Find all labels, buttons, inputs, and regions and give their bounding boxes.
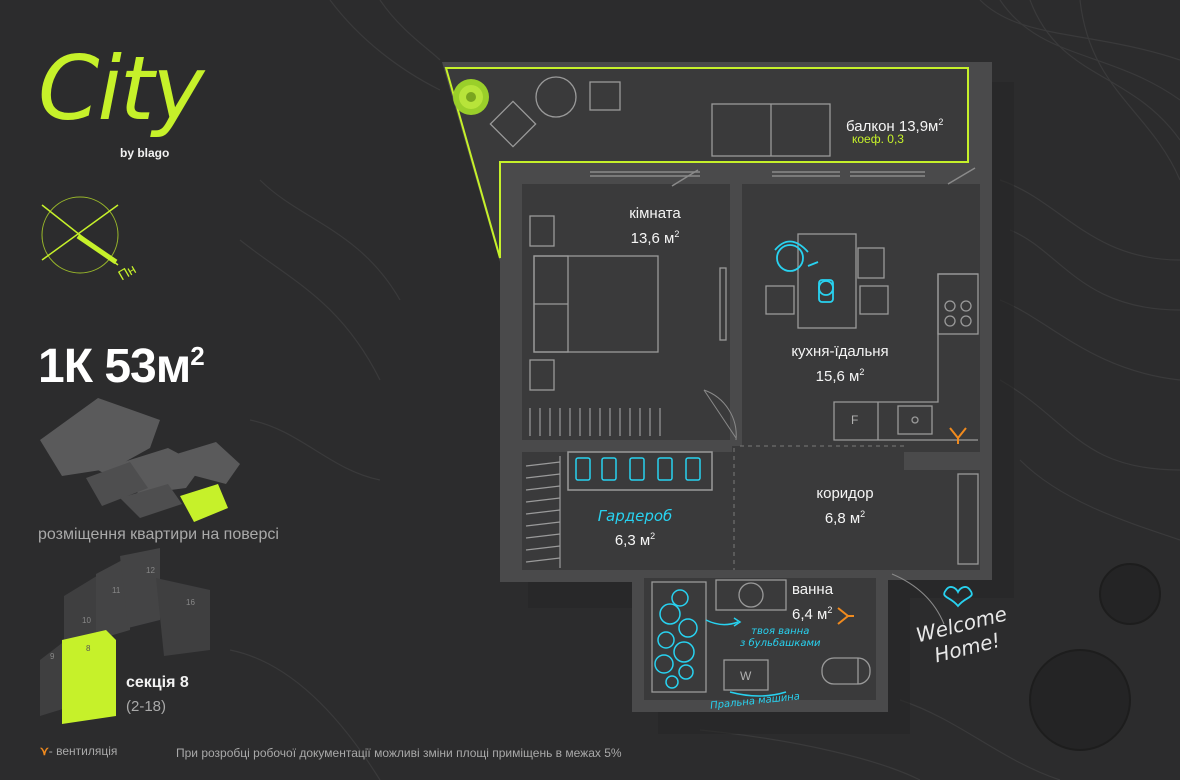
kitchen-area-row: 15,6 м2 (786, 362, 894, 387)
wardrobe-sup: 2 (650, 531, 656, 541)
apartment-area-sup: 2 (190, 341, 205, 371)
wardrobe-area: 6,3 м (614, 532, 651, 549)
corridor-sup: 2 (860, 509, 866, 519)
bathroom-area: 6,4 м (792, 606, 828, 623)
city-logo: City by blago (38, 34, 238, 164)
building-number-12: 12 (146, 566, 155, 575)
building-number-11: 11 (112, 586, 121, 595)
room-label: кімната 13,6 м2 (610, 204, 700, 249)
washer-label: W (740, 669, 752, 683)
floor-map-caption: розміщення квартири на поверсі (38, 526, 279, 543)
compass-icon (41, 196, 119, 274)
bathroom-label: ванна 6,4 м2 (792, 580, 833, 625)
kitchen-label: кухня-їдальня 15,6 м2 (786, 342, 894, 387)
wardrobe-label: Гардероб 6,3 м2 (594, 506, 676, 551)
logo-tagline: by blago (120, 146, 170, 160)
bathroom-name: ванна (792, 581, 834, 598)
building-number-9: 9 (50, 652, 55, 661)
bubbles-icon (654, 589, 787, 697)
wardrobe-name: Гардероб (597, 507, 673, 525)
room-area-row: 13,6 м2 (610, 224, 700, 249)
corridor-label: коридор 6,8 м2 (810, 484, 880, 529)
corridor-floor (732, 446, 904, 570)
room-floor (522, 184, 730, 440)
corridor-area: 6,8 м (824, 510, 861, 527)
bath-note-line2: з бульбашками (740, 638, 821, 649)
building-number-10: 10 (82, 616, 91, 625)
kitchen-floor (742, 184, 980, 452)
wardrobe-area-row: 6,3 м2 (594, 526, 676, 551)
apartment-area: 53м (104, 340, 191, 393)
building-number-8: 8 (86, 644, 91, 653)
room-sup: 2 (674, 229, 680, 239)
balcony-floor (444, 67, 969, 259)
apartment-summary: 1К 53м2 (38, 326, 205, 397)
bathroom-floor (644, 578, 876, 700)
disclaimer: При розробці робочої документації можлив… (176, 746, 622, 760)
kitchen-sup: 2 (859, 367, 865, 377)
room-area: 13,6 м (630, 230, 675, 247)
tree-icon (1029, 563, 1161, 751)
wardrobe-floor (522, 452, 732, 570)
fridge-label: F (851, 413, 859, 427)
corridor-entry-floor (904, 470, 980, 570)
balcony-name: балкон 13,9м (846, 118, 939, 135)
logo-word: City (38, 37, 204, 140)
plant-icon (453, 79, 489, 115)
clothes-rack-icon (567, 451, 713, 491)
legend-ventilation: ⋎- вентиляція (40, 744, 117, 758)
balcony-label: балкон 13,9м2 (846, 112, 943, 137)
building-number-16: 16 (186, 598, 195, 607)
balcony-sup: 2 (938, 117, 944, 127)
bath-note-line1: твоя ванна (751, 626, 810, 637)
ventilation-icon-kitchen (949, 427, 967, 444)
heart-icon (943, 586, 973, 608)
corridor-name: коридор (816, 485, 874, 502)
bathroom-sup: 2 (827, 605, 833, 615)
balcony-coef: коеф. 0,3 (852, 132, 904, 146)
bath-note: твоя ванна з бульбашками (740, 626, 821, 650)
bathroom-area-row: 6,4 м2 (792, 600, 833, 625)
ventilation-icon: ⋎ (40, 744, 49, 758)
ventilation-icon-bath (837, 607, 854, 625)
room-name: кімната (629, 205, 681, 222)
kitchen-area: 15,6 м (815, 368, 860, 385)
corridor-area-row: 6,8 м2 (810, 504, 880, 529)
legend-ventilation-text: - вентиляція (48, 744, 118, 758)
kitchen-name: кухня-їдальня (791, 343, 889, 360)
people-icon (774, 240, 834, 303)
section-floors: (2-18) (126, 698, 167, 715)
apartment-type: 1К (38, 340, 93, 393)
section-buildings (40, 548, 210, 724)
section-title: секція 8 (126, 674, 189, 691)
floor-map (40, 398, 240, 522)
